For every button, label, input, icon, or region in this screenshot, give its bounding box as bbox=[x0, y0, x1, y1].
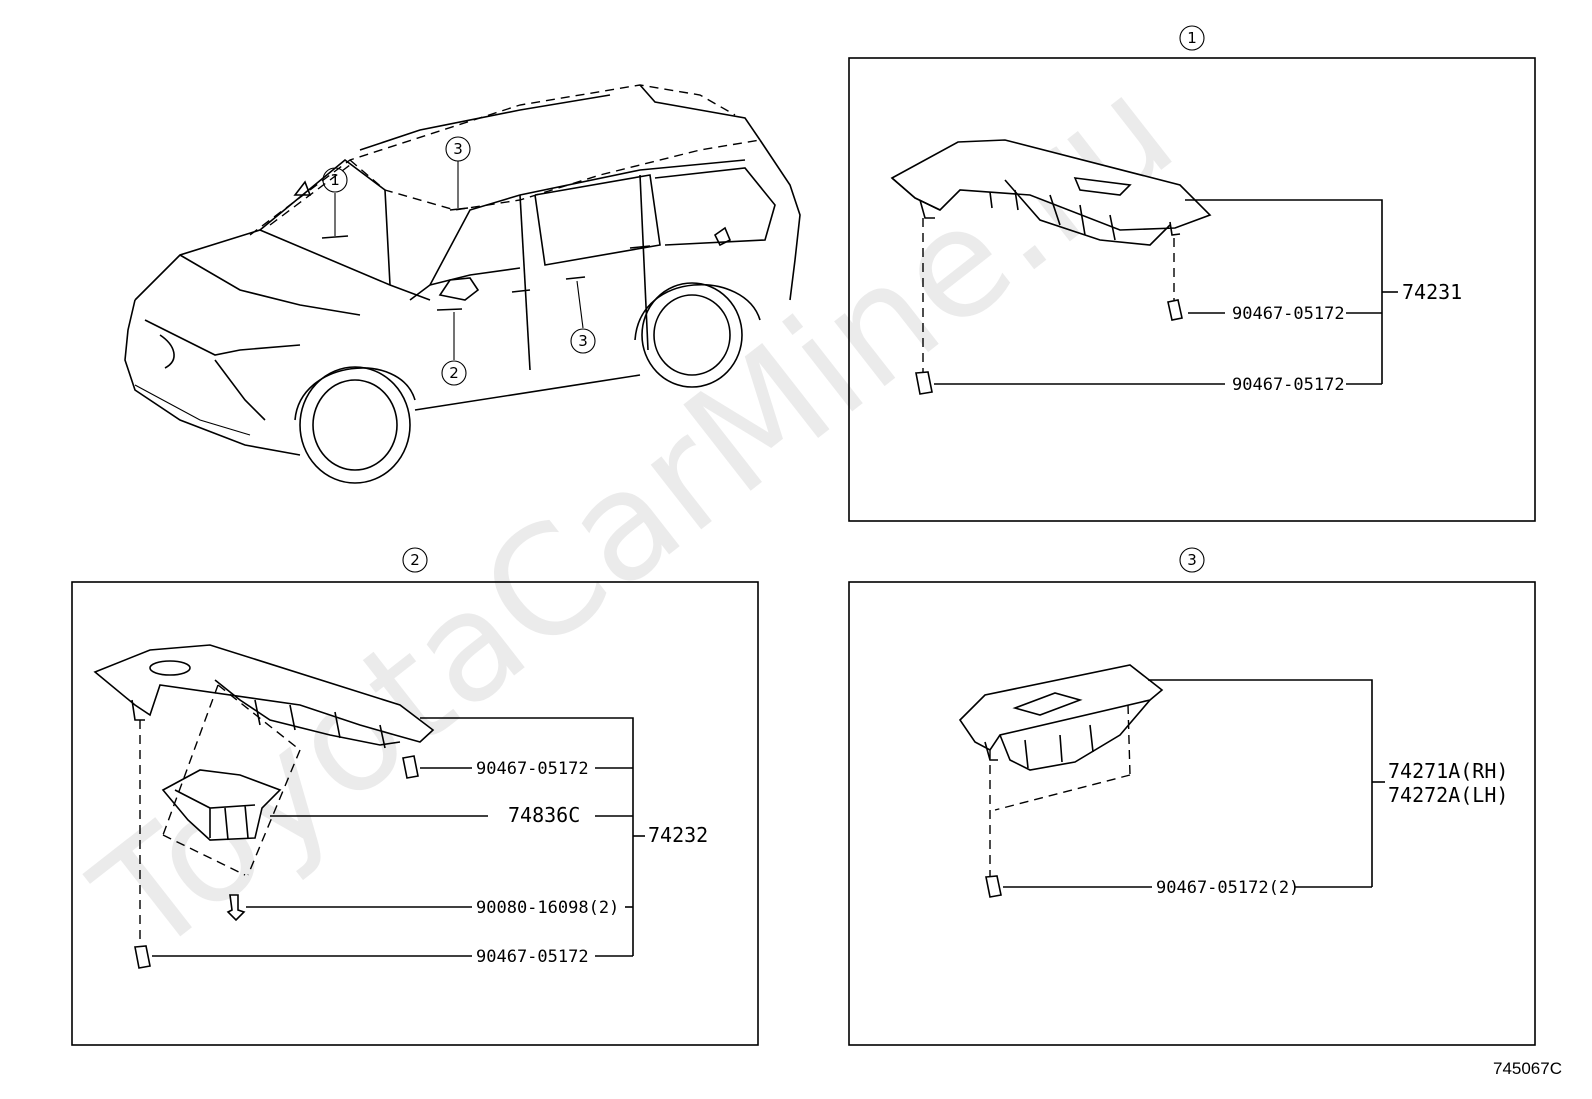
panel-1-callout-number: 1 bbox=[1187, 29, 1197, 47]
panel-3-callout bbox=[1179, 547, 1205, 573]
svg-text:1: 1 bbox=[330, 171, 340, 189]
clip-upper bbox=[402, 755, 419, 779]
part-label-90467-05172-upper: 90467-05172 bbox=[476, 759, 589, 779]
switch-bezel-drawing bbox=[958, 664, 1164, 771]
assembly-label-74231: 74231 bbox=[1402, 280, 1462, 304]
part-label-90467-05172-lower: 90467-05172 bbox=[476, 947, 589, 967]
panel-3-callout-number: 3 bbox=[1187, 551, 1197, 569]
assembly-label-74271A-RH: 74271A(RH) bbox=[1388, 759, 1508, 783]
panel-2-callout bbox=[402, 547, 428, 573]
panel-1: 1 90467-05172 90467-05172 74231 bbox=[848, 25, 1536, 522]
assembly-label-74232: 74232 bbox=[648, 823, 708, 847]
panel-2-callout-number: 2 bbox=[410, 551, 420, 569]
switch-base-drawing bbox=[161, 769, 282, 841]
panel-1-callout bbox=[1179, 25, 1205, 51]
vehicle-callout-2: 2 bbox=[441, 360, 467, 386]
part-label-74836C: 74836C bbox=[508, 803, 580, 827]
panel-1-frame bbox=[848, 57, 1536, 522]
vehicle-callout-1: 1 bbox=[322, 167, 348, 193]
panel-3-frame bbox=[848, 581, 1536, 1046]
part-label-90080-16098: 90080-16098(2) bbox=[476, 898, 619, 918]
svg-text:3: 3 bbox=[453, 140, 463, 158]
svg-text:3: 3 bbox=[578, 332, 588, 350]
clip-upper bbox=[1167, 299, 1183, 321]
part-label-90467-05172-lower: 90467-05172 bbox=[1232, 375, 1345, 395]
panel-3: 3 90467-05172(2) 74271A(RH) 74272A(LH) bbox=[848, 547, 1536, 1046]
vehicle-callout-3-upper: 3 bbox=[445, 136, 471, 162]
switch-bezel-drawing bbox=[93, 644, 435, 749]
svg-text:2: 2 bbox=[449, 364, 459, 382]
clip-lower bbox=[134, 945, 151, 969]
panel-2-frame bbox=[71, 581, 759, 1046]
panel-2: 2 9 bbox=[71, 547, 759, 1046]
clip bbox=[985, 875, 1002, 898]
screw bbox=[226, 894, 246, 922]
vehicle-illustration bbox=[124, 84, 801, 484]
clip-lower bbox=[915, 371, 933, 395]
part-label-90467-05172-2: 90467-05172(2) bbox=[1156, 878, 1299, 898]
part-label-90467-05172-upper: 90467-05172 bbox=[1232, 304, 1345, 324]
assembly-label-74272A-LH: 74272A(LH) bbox=[1388, 783, 1508, 807]
vehicle-callout-3: 3 bbox=[570, 328, 596, 354]
diagram-code: 745067C bbox=[1493, 1059, 1562, 1078]
switch-bezel-drawing bbox=[890, 139, 1212, 246]
